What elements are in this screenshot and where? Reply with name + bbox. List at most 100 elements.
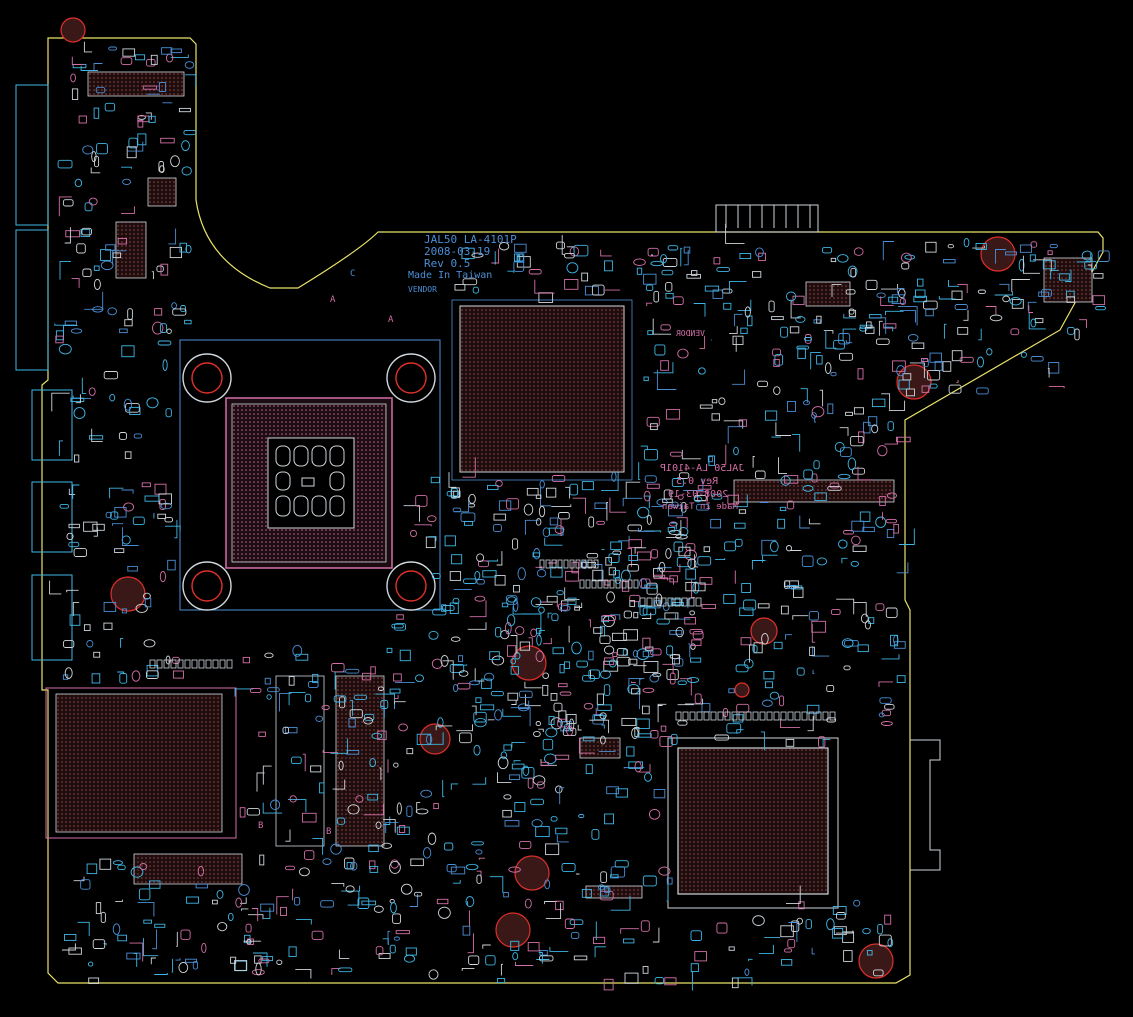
component-footprint (1030, 356, 1044, 362)
component-footprint (713, 257, 721, 265)
component-footprint (507, 270, 515, 273)
component-footprint (773, 359, 780, 367)
component-footprint (462, 278, 478, 286)
component-footprint (554, 525, 565, 534)
pad-array (156, 659, 163, 669)
top-header-pins (715, 204, 819, 233)
component-footprint (857, 368, 864, 380)
component-footprint (449, 663, 465, 673)
component-footprint (457, 682, 471, 690)
component-footprint (816, 355, 823, 365)
component-footprint (664, 612, 679, 620)
component-footprint (822, 738, 831, 749)
component-footprint (836, 598, 855, 615)
component-footprint (665, 548, 672, 559)
component-footprint (548, 715, 555, 725)
component-footprint (839, 427, 849, 436)
component-footprint (555, 827, 568, 835)
component-footprint (827, 486, 842, 491)
component-footprint (398, 825, 406, 833)
component-footprint (1002, 295, 1010, 303)
component-footprint (757, 380, 768, 388)
component-footprint (812, 646, 830, 657)
component-footprint (785, 739, 795, 747)
component-footprint (431, 573, 441, 579)
component-footprint (740, 327, 748, 334)
component-footprint (561, 600, 575, 612)
component-footprint (594, 502, 607, 509)
component-footprint (246, 939, 252, 945)
component-footprint (578, 814, 585, 819)
component-footprint (347, 804, 360, 815)
component-footprint (183, 129, 197, 136)
component-footprint (127, 565, 138, 572)
pad-array (585, 579, 591, 589)
component-footprint (112, 252, 122, 259)
component-footprint (588, 516, 595, 528)
component-footprint (119, 672, 128, 684)
component-footprint (152, 321, 164, 335)
component-footprint (859, 511, 871, 522)
component-footprint (694, 554, 699, 568)
chipset-area (451, 299, 633, 481)
component-footprint (170, 155, 180, 168)
component-footprint (542, 684, 549, 696)
component-footprint (62, 943, 76, 951)
component-footprint (859, 326, 868, 332)
component-footprint (699, 577, 713, 585)
pad-array (627, 579, 633, 589)
component-footprint (877, 445, 888, 457)
component-footprint (615, 788, 629, 798)
component-footprint (567, 597, 577, 605)
component-footprint (490, 690, 504, 697)
component-footprint (452, 507, 462, 513)
component-footprint (510, 658, 517, 665)
component-footprint (574, 602, 583, 609)
component-footprint (832, 928, 844, 939)
component-footprint (627, 564, 640, 572)
component-footprint (764, 410, 778, 421)
component-footprint (564, 918, 575, 929)
component-footprint (494, 709, 503, 721)
component-footprint (420, 789, 433, 798)
component-footprint (410, 529, 417, 538)
component-footprint (121, 345, 135, 358)
component-footprint (151, 271, 154, 280)
component-footprint (1033, 259, 1052, 272)
component-footprint (836, 912, 846, 920)
component-footprint (597, 884, 606, 891)
component-footprint (519, 840, 532, 849)
component-footprint (943, 259, 956, 264)
component-footprint (650, 549, 659, 559)
component-footprint (560, 518, 562, 537)
component-footprint (431, 658, 443, 669)
component-footprint (350, 699, 353, 716)
component-footprint (593, 564, 603, 582)
component-footprint (610, 874, 619, 879)
pad-array (667, 597, 674, 607)
component-footprint (538, 292, 554, 303)
component-footprint (346, 862, 353, 870)
component-footprint (289, 795, 297, 803)
component-footprint (472, 286, 479, 294)
pad-array (829, 711, 836, 721)
component-footprint (628, 677, 645, 694)
component-footprint (609, 614, 621, 620)
pad-array (688, 597, 695, 607)
component-footprint (653, 290, 660, 303)
component-footprint (539, 955, 554, 962)
component-footprint (792, 615, 809, 620)
pad-array (766, 711, 773, 721)
component-footprint (677, 494, 684, 500)
component-footprint (600, 871, 607, 884)
component-footprint (403, 954, 416, 963)
component-footprint (610, 895, 631, 911)
component-footprint (637, 551, 652, 561)
component-footprint (1050, 270, 1059, 280)
component-footprint (634, 761, 642, 773)
component-footprint (1009, 297, 1022, 306)
component-footprint (90, 167, 101, 174)
component-footprint (96, 143, 108, 155)
component-footprint (456, 724, 473, 732)
component-footprint (685, 698, 704, 705)
